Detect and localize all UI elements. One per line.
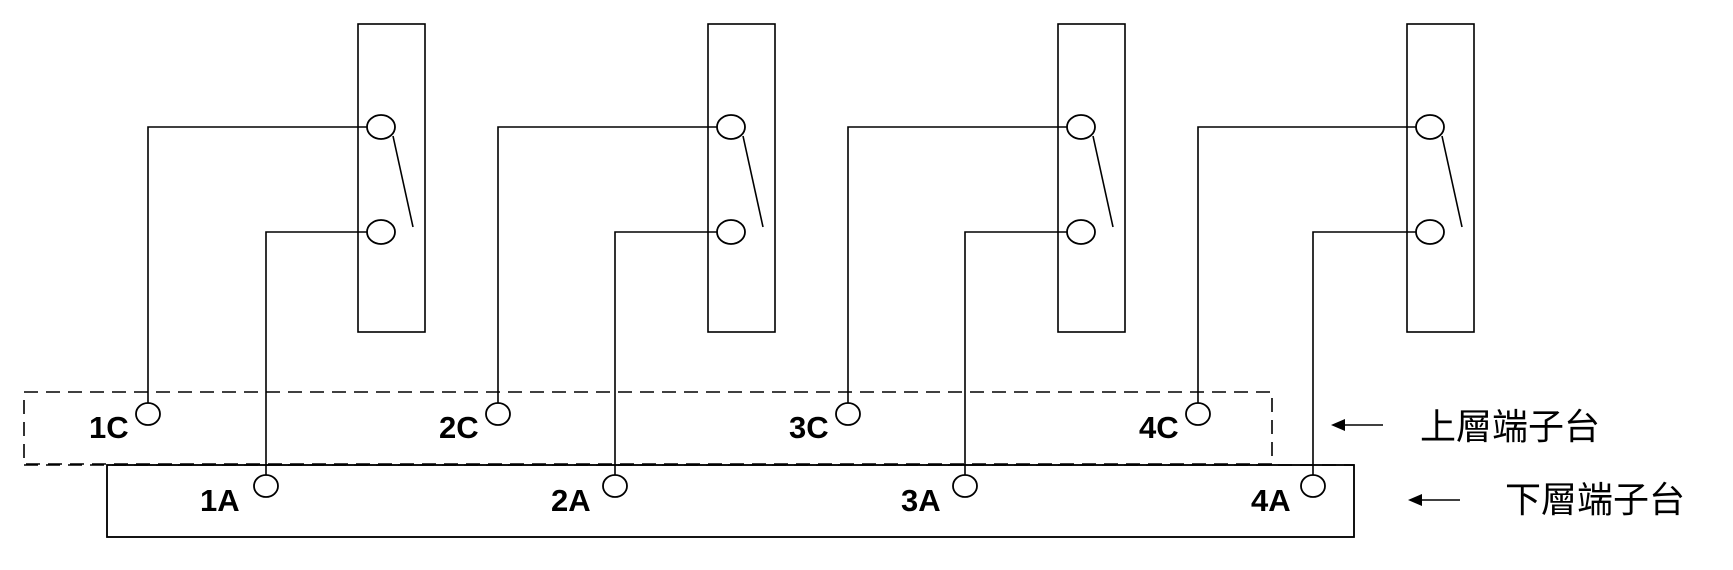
output-wire [614, 231, 717, 480]
common-contact [1415, 114, 1445, 140]
common-contact [716, 114, 746, 140]
output-contact [366, 219, 396, 245]
lower-terminal-block [106, 464, 1355, 538]
terminal-label-2c: 2C [439, 410, 479, 445]
terminal-1c [135, 402, 161, 426]
switch-arm [1441, 135, 1463, 228]
output-wire [964, 231, 1067, 480]
terminal-1a [253, 474, 279, 498]
upper-block-arrow [1331, 419, 1383, 431]
output-contact [1415, 219, 1445, 245]
terminal-label-3c: 3C [789, 410, 829, 445]
terminal-4c [1185, 402, 1211, 426]
relay-body [1406, 23, 1475, 333]
relay-1 [147, 23, 426, 480]
relay-body [357, 23, 426, 333]
lower-block-arrow [1408, 494, 1460, 506]
terminal-label-1a: 1A [200, 483, 240, 518]
upper-block-label: 上層端子台 [1420, 407, 1600, 448]
terminal-3a [952, 474, 978, 498]
switch-arm [742, 135, 764, 228]
common-wire [847, 126, 1067, 408]
relay-body [1057, 23, 1126, 333]
common-contact [366, 114, 396, 140]
common-wire [1197, 126, 1416, 408]
common-wire [147, 126, 367, 408]
common-wire [497, 126, 717, 408]
relay-body [707, 23, 776, 333]
relay-3 [847, 23, 1126, 480]
terminal-label-2a: 2A [551, 483, 591, 518]
relay-2 [497, 23, 776, 480]
output-contact [1066, 219, 1096, 245]
terminal-label-4c: 4C [1139, 410, 1179, 445]
lower-block-label: 下層端子台 [1505, 480, 1685, 521]
terminal-4a [1300, 474, 1326, 498]
terminal-label-4a: 4A [1251, 483, 1291, 518]
relay-4 [1197, 23, 1475, 480]
switch-arm [1092, 135, 1114, 228]
terminal-screws [135, 402, 1326, 498]
common-contact [1066, 114, 1096, 140]
output-wire [1312, 231, 1416, 480]
terminal-2c [485, 402, 511, 426]
output-wire [265, 231, 367, 480]
terminal-3c [835, 402, 861, 426]
lower-terminal-block-redraw [106, 464, 1355, 538]
upper-terminal-block [23, 391, 1273, 465]
terminal-label-3a: 3A [901, 483, 941, 518]
terminal-label-1c: 1C [89, 410, 129, 445]
terminal-2a [602, 474, 628, 498]
switch-arm [392, 135, 414, 228]
output-contact [716, 219, 746, 245]
